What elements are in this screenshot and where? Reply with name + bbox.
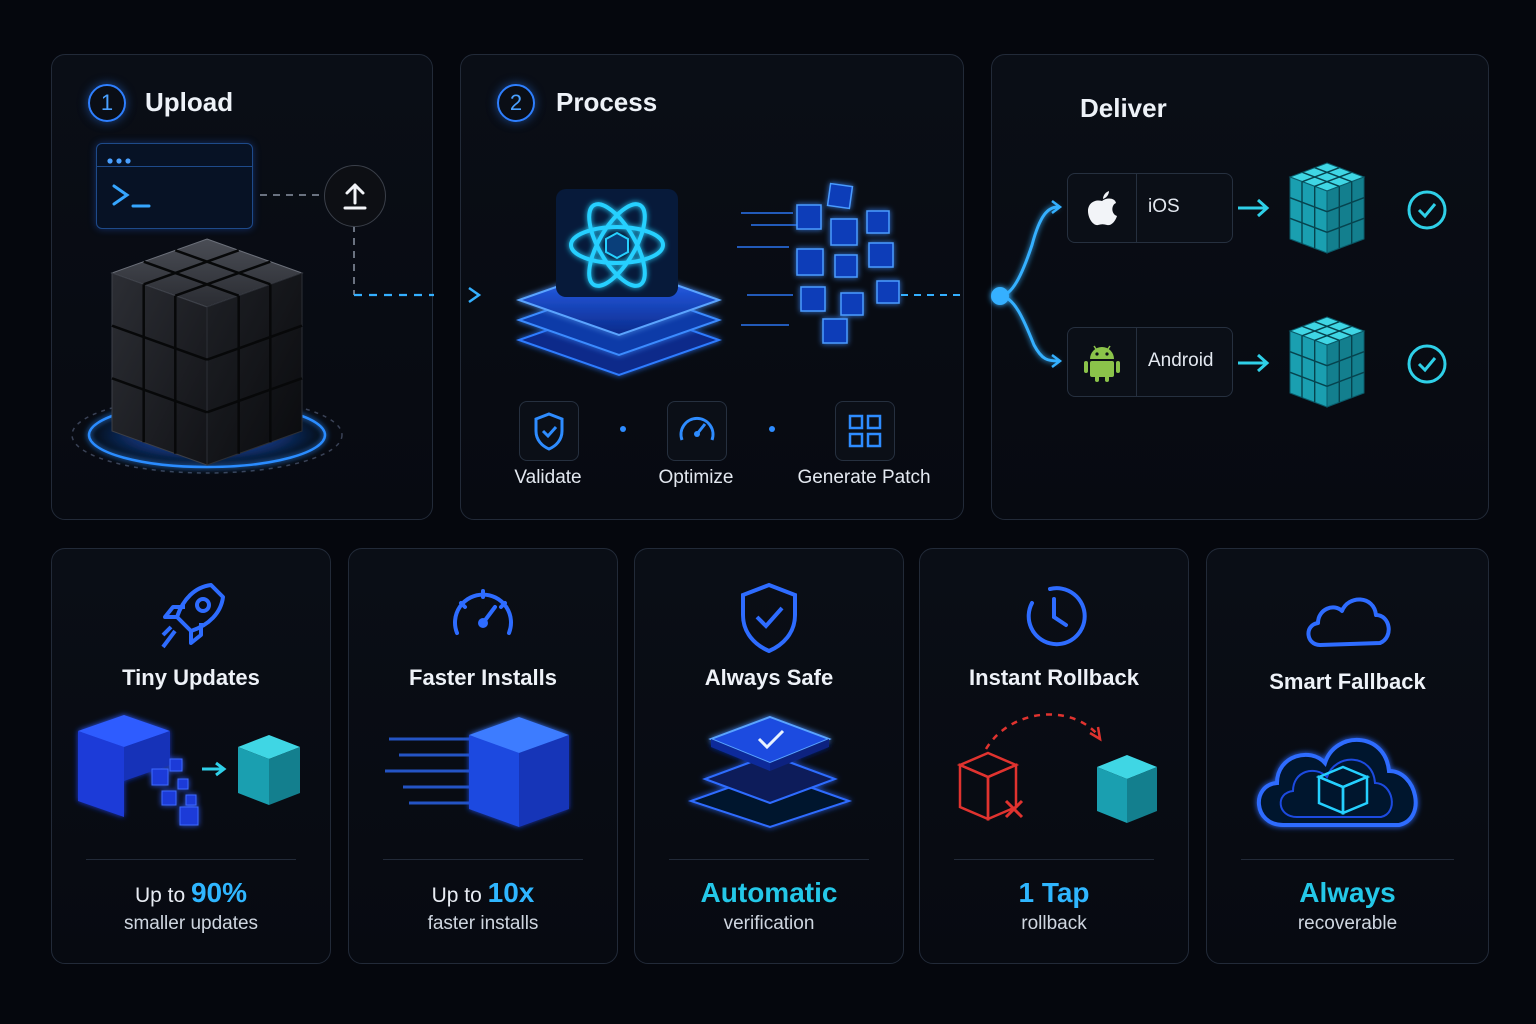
optimize-icon-box[interactable] bbox=[667, 401, 727, 461]
stat-highlight: Automatic bbox=[700, 877, 838, 908]
validate-icon-box[interactable] bbox=[519, 401, 579, 461]
feature-card-faster-installs: Faster Installs Up to 10x faster install… bbox=[348, 548, 618, 964]
feature-subtitle: verification bbox=[723, 913, 815, 934]
feature-title: Tiny Updates bbox=[122, 665, 260, 690]
window-dots-icon bbox=[107, 152, 137, 170]
feature-title: Always Safe bbox=[704, 665, 834, 690]
upload-panel: 1 Upload bbox=[51, 54, 434, 520]
deliver-panel: Deliver iOS Android bbox=[991, 54, 1489, 520]
feature-stat: 1 Tap bbox=[920, 877, 1188, 909]
process-panel: 2 Process bbox=[460, 54, 965, 520]
fast-cube-graphic bbox=[385, 717, 569, 827]
feature-card-always-safe: Always Safe Automatic verification bbox=[634, 548, 904, 964]
bundle-cube-graphic bbox=[71, 238, 343, 474]
shield-check-icon bbox=[534, 412, 564, 451]
android-update-cube bbox=[1288, 316, 1366, 408]
android-icon bbox=[1068, 328, 1137, 396]
card-divider bbox=[954, 859, 1154, 860]
ios-arrow-icon bbox=[1238, 198, 1270, 218]
rollback-graphic bbox=[956, 713, 1157, 823]
ios-update-cube bbox=[1288, 162, 1366, 254]
flow-arrow-icon bbox=[468, 286, 482, 304]
action-label-validate: Validate bbox=[514, 467, 582, 488]
feature-subtitle: rollback bbox=[1021, 913, 1087, 934]
feature-title: Smart Fallback bbox=[1269, 669, 1426, 694]
shield-check-icon bbox=[729, 577, 809, 662]
android-arrow-icon bbox=[1238, 353, 1270, 373]
clock-icon bbox=[1014, 577, 1094, 662]
upload-title: Upload bbox=[145, 87, 234, 117]
feature-card-instant-rollback: Instant Rollback 1 Tap rollback bbox=[919, 548, 1189, 964]
upload-button[interactable] bbox=[324, 165, 386, 227]
stat-highlight: 10x bbox=[487, 877, 535, 908]
process-title: Process bbox=[556, 87, 658, 117]
cloud-fallback-graphic bbox=[1257, 738, 1418, 827]
feature-card-tiny-updates: Tiny Updates Up to 90% smaller updates bbox=[51, 548, 331, 964]
rocket-icon bbox=[151, 577, 231, 662]
feature-subtitle: faster installs bbox=[427, 913, 539, 934]
speedometer-icon bbox=[443, 577, 523, 662]
upload-arrow-icon bbox=[343, 183, 367, 210]
feature-subtitle: smaller updates bbox=[123, 913, 259, 934]
feature-card-smart-fallback: Smart Fallback Always recoverable bbox=[1206, 548, 1489, 964]
feature-subtitle: recoverable bbox=[1297, 913, 1398, 934]
react-build-stack-graphic bbox=[515, 189, 723, 377]
process-to-deliver-connector bbox=[901, 294, 965, 296]
stat-prefix: Up to bbox=[431, 884, 488, 907]
feature-title: Instant Rollback bbox=[969, 665, 1139, 690]
stat-highlight: 90% bbox=[190, 877, 248, 908]
card-divider bbox=[669, 859, 869, 860]
feature-stat: Always bbox=[1207, 877, 1488, 909]
branch-connector bbox=[991, 200, 1063, 368]
terminal-window bbox=[96, 143, 253, 229]
dot-separator bbox=[620, 426, 626, 432]
deliver-title: Deliver bbox=[1080, 93, 1167, 123]
feature-stat: Up to 90% bbox=[52, 877, 330, 909]
cloud-icon bbox=[1298, 585, 1398, 660]
check-icon bbox=[1407, 344, 1447, 384]
check-icon bbox=[1407, 190, 1447, 230]
apple-icon bbox=[1068, 174, 1137, 242]
platform-android[interactable]: Android bbox=[1067, 327, 1233, 397]
step-number-badge: 1 bbox=[88, 84, 126, 122]
grid-icon bbox=[848, 414, 882, 448]
upload-flow-connector bbox=[260, 194, 434, 297]
verified-stack-graphic bbox=[687, 715, 853, 829]
dot-separator bbox=[769, 426, 775, 432]
platform-name-ios: iOS bbox=[1148, 196, 1180, 217]
platform-name-android: Android bbox=[1148, 350, 1214, 371]
feature-title: Faster Installs bbox=[409, 665, 557, 690]
terminal-prompt-icon bbox=[111, 182, 153, 217]
generate-patch-icon-box[interactable] bbox=[835, 401, 895, 461]
platform-ios[interactable]: iOS bbox=[1067, 173, 1233, 243]
feature-stat: Automatic bbox=[635, 877, 903, 909]
step-number-badge: 2 bbox=[497, 84, 535, 122]
action-label-optimize: Optimize bbox=[658, 467, 734, 488]
stat-prefix: Up to bbox=[134, 884, 191, 907]
card-divider bbox=[383, 859, 583, 860]
stat-highlight: 1 Tap bbox=[1018, 877, 1090, 908]
card-divider bbox=[86, 859, 296, 860]
stat-highlight: Always bbox=[1299, 877, 1396, 908]
action-label-generate-patch: Generate Patch bbox=[797, 467, 931, 488]
card-divider bbox=[1241, 859, 1454, 860]
feature-stat: Up to 10x bbox=[349, 877, 617, 909]
patch-cubes-graphic bbox=[737, 182, 900, 344]
shrinking-bundle-graphic bbox=[78, 715, 300, 826]
speedometer-icon bbox=[679, 417, 715, 441]
